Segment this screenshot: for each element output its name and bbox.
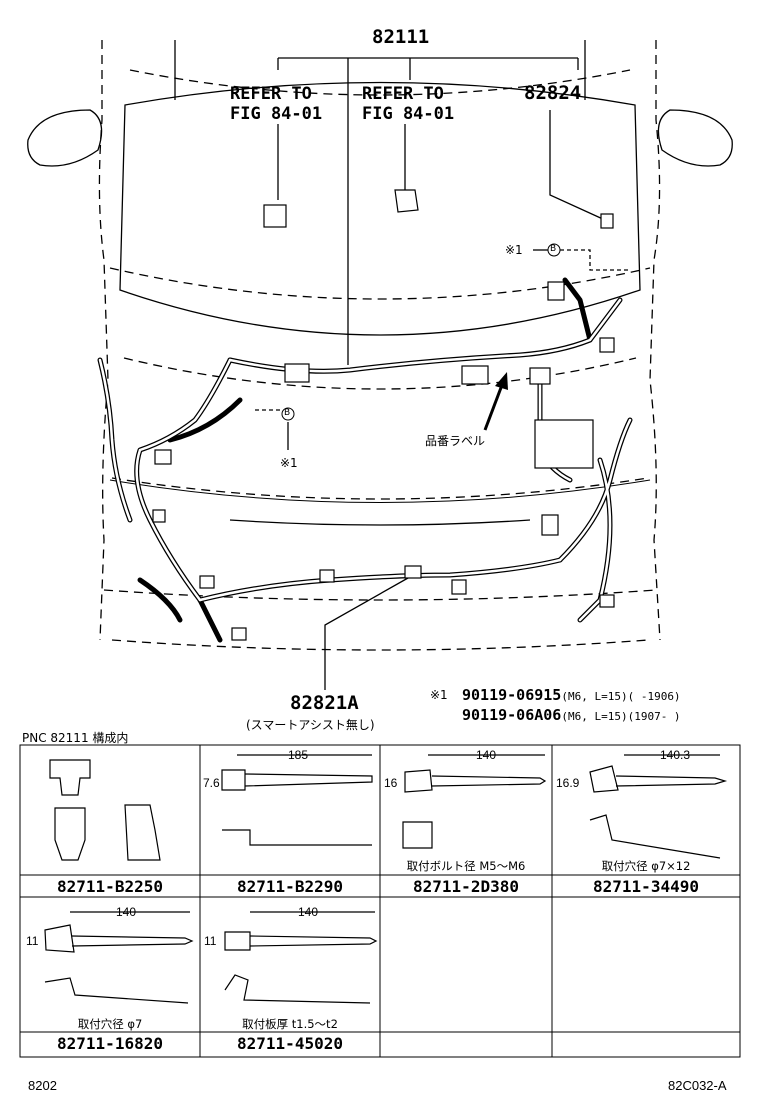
bolt-part-1: 90119-06915	[462, 686, 562, 704]
refer-left-line2: FIG 84-01	[230, 104, 323, 124]
bolt-spec-1: (M6, L=15)	[561, 690, 628, 703]
table-header: PNC 82111 構成内	[22, 731, 129, 745]
bolt-note-marker: ※1	[430, 688, 448, 702]
part-cell-5: 82711-16820	[57, 1034, 163, 1053]
part-label-tag: 品番ラベル	[425, 434, 486, 448]
part-number-82111: 82111	[372, 26, 430, 48]
refer-left: REFER TO FIG 84-01	[230, 84, 322, 124]
refer-right-line1: REFER TO	[362, 84, 444, 104]
part-cell-2: 82711-B2290	[237, 877, 343, 896]
bolt-spec-2: (M6, L=15)	[561, 710, 628, 723]
footer-page-code: 8202	[28, 1078, 57, 1093]
dim-cell6-width: 11	[204, 934, 217, 948]
refer-right-line2: FIG 84-01	[362, 104, 455, 124]
dim-cell3-length: 140	[476, 748, 497, 762]
bolt-note-row-1: 90119-06915(M6, L=15)( -1906)	[462, 686, 681, 704]
callout-symbol-left: ※1	[280, 456, 298, 470]
part-82821a-note: (スマートアシスト無し)	[246, 718, 375, 732]
refer-left-line1: REFER TO	[230, 84, 312, 104]
part-cell-6: 82711-45020	[237, 1034, 343, 1053]
footer-figure-code: 82C032-A	[668, 1078, 727, 1093]
dim-cell5-length: 140	[116, 905, 137, 919]
refer-right: REFER TO FIG 84-01	[362, 84, 454, 124]
bolt-range-2: (1907- )	[627, 710, 681, 723]
caption-cell3: 取付ボルト径 M5～M6	[406, 859, 526, 873]
dim-cell4-width: 16.9	[556, 776, 580, 790]
dim-cell4-length: 140.3	[660, 748, 691, 762]
caption-cell5: 取付穴径 φ7	[77, 1017, 143, 1031]
part-cell-3: 82711-2D380	[413, 877, 519, 896]
bolt-part-2: 90119-06A06	[462, 706, 562, 724]
part-cell-4: 82711-34490	[593, 877, 699, 896]
callout-symbol-top: ※1	[505, 243, 523, 257]
callout-circle-top: B	[550, 244, 557, 254]
part-number-82821a: 82821A	[290, 692, 359, 714]
dim-cell2-length: 185	[288, 748, 309, 762]
dim-cell6-length: 140	[298, 905, 319, 919]
bolt-range-1: ( -1906)	[627, 690, 681, 703]
bolt-note-row-2: 90119-06A06(M6, L=15)(1907- )	[462, 706, 681, 724]
dim-cell2-width: 7.6	[203, 776, 220, 790]
dim-cell5-width: 11	[26, 934, 39, 948]
caption-cell6: 取付板厚 t1.5～t2	[242, 1017, 338, 1031]
part-cell-1: 82711-B2250	[57, 877, 163, 896]
part-number-82824: 82824	[524, 82, 582, 104]
callout-circle-left: B	[284, 408, 291, 418]
dim-cell3-width: 16	[384, 776, 398, 790]
caption-cell4: 取付穴径 φ7×12	[601, 859, 691, 873]
